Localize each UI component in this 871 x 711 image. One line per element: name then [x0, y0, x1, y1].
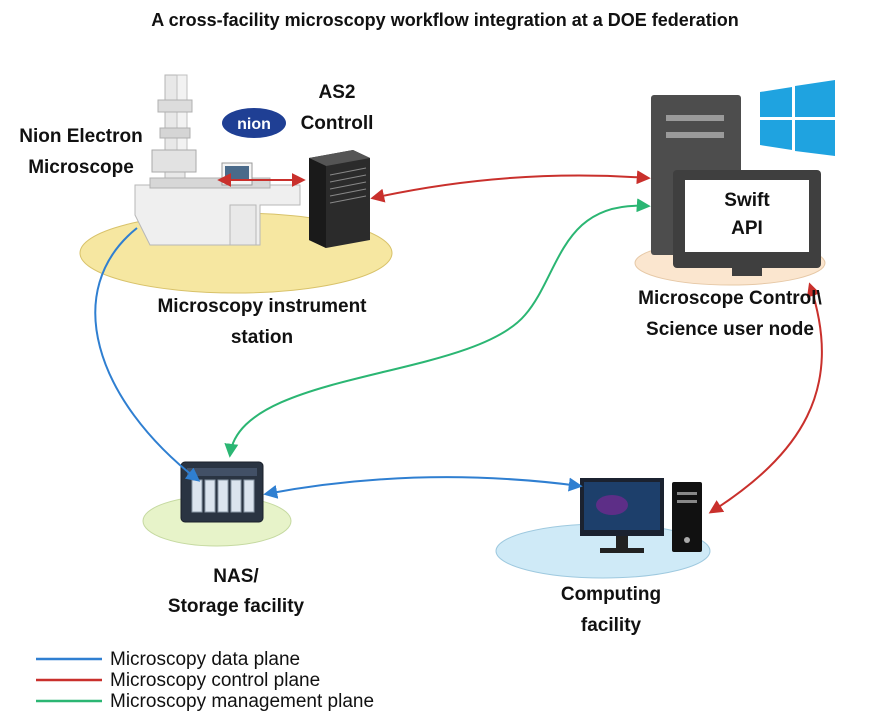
- legend-label-management: Microscopy management plane: [110, 691, 374, 711]
- nas-storage-icon: [180, 461, 264, 523]
- nion-logo: nion: [222, 108, 286, 138]
- nas-label-line1: NAS/: [213, 566, 259, 587]
- windows-logo-icon: [760, 80, 835, 156]
- legend-label-data: Microscopy data plane: [110, 649, 300, 670]
- controller-rack-icon: [309, 150, 370, 248]
- management-link-node-nas: [224, 198, 651, 458]
- control-link-as2-node: [370, 170, 651, 203]
- swift-api-label-line2: API: [731, 218, 763, 239]
- controller-label-line1: AS2: [319, 82, 356, 103]
- nion-logo-text: nion: [237, 116, 271, 133]
- control-node-label-line2: Science user node: [646, 319, 814, 340]
- workstation-icon: [580, 478, 702, 553]
- control-node-label-line1: Microscope Control\: [638, 288, 822, 309]
- legend-label-control: Microscopy control plane: [110, 670, 320, 691]
- instrument-station-label-line1: Microscopy instrument: [157, 296, 367, 317]
- control-node-computer-icon: [651, 95, 821, 276]
- diagram-title: A cross-facility microscopy workflow int…: [151, 10, 738, 30]
- microscope-label-line1: Nion Electron: [19, 126, 143, 147]
- legend: Microscopy data plane Microscopy control…: [36, 649, 374, 711]
- swift-api-label-line1: Swift: [724, 190, 770, 211]
- computing-label-line2: facility: [581, 615, 642, 636]
- microscope-label-line2: Microscope: [28, 157, 134, 178]
- instrument-station-label-line2: station: [231, 327, 293, 348]
- controller-label-line2: Controll: [301, 113, 374, 134]
- control-link-node-computing: [708, 282, 823, 514]
- data-link-microscope-nas: [94, 227, 201, 482]
- computing-label-line1: Computing: [561, 584, 661, 605]
- data-link-nas-computing: [263, 476, 583, 499]
- nas-label-line2: Storage facility: [168, 596, 305, 617]
